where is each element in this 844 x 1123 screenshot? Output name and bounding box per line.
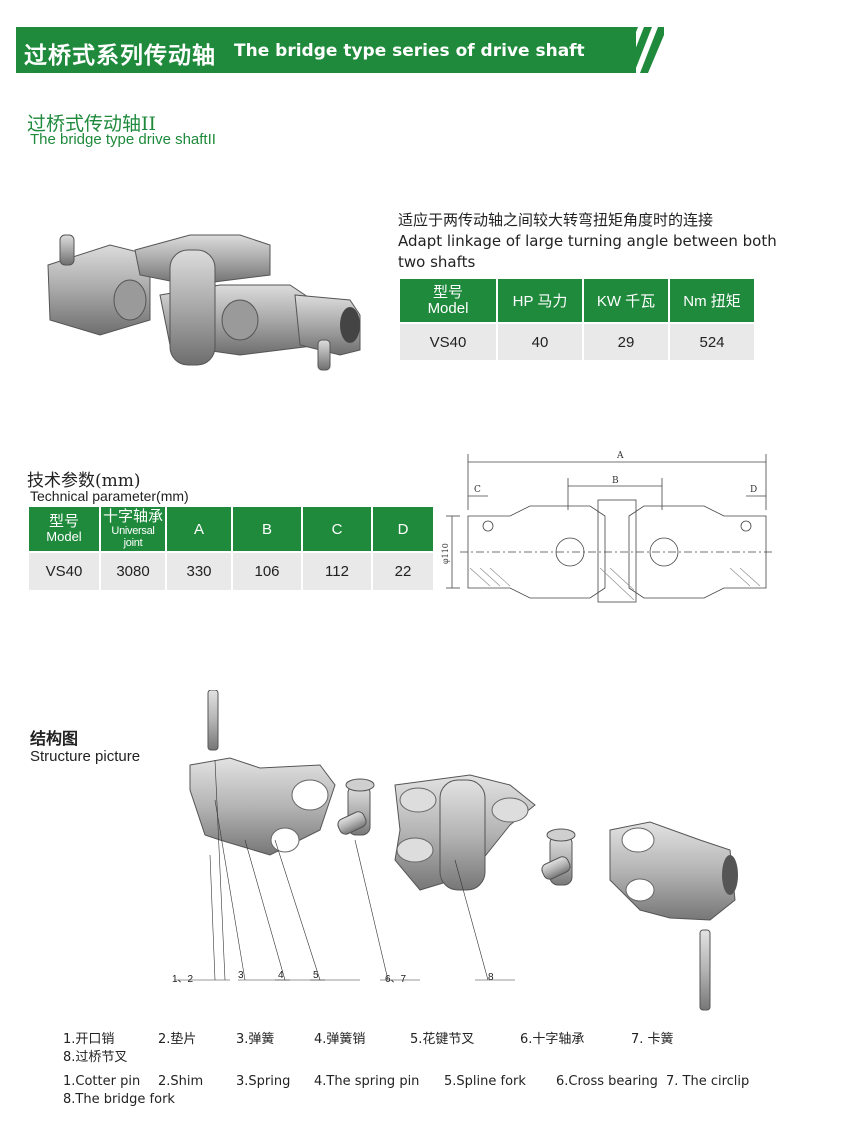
table-header-row: 型号 Model 十字轴承 Universal joint A B C D — [29, 507, 433, 551]
header-model: 型号 Model — [29, 507, 99, 551]
cell-c: 112 — [303, 553, 371, 590]
header-title-cn: 过桥式系列传动轴 — [24, 43, 216, 69]
product-spec-table: 型号 Model HP 马力 KW 千瓦 Nm 扭矩 VS40 40 29 52… — [398, 277, 756, 362]
cell-hp: 40 — [498, 324, 582, 360]
header-d: D — [373, 507, 433, 551]
structure-title-en: Structure picture — [30, 748, 141, 765]
cell-a: 330 — [167, 553, 231, 590]
dim-label-a: A — [616, 451, 624, 461]
structure-title-cn: 结构图 — [30, 729, 79, 748]
legend-cn-1: 1.开口销 — [63, 1032, 115, 1047]
technical-drawing: A B C D φ110 — [441, 451, 774, 603]
legend-en-5: 5.Spline fork — [444, 1074, 526, 1089]
legend-en-2: 2.Shim — [158, 1074, 204, 1089]
callout-6-7: 6、7 — [385, 974, 407, 985]
technical-table: 型号 Model 十字轴承 Universal joint A B C D VS… — [27, 505, 435, 592]
legend-cn-3: 3.弹簧 — [236, 1032, 275, 1047]
technical-title-en: Technical parameter(mm) — [30, 488, 189, 504]
legend-cn-7: 7. 卡簧 — [631, 1032, 674, 1047]
callout-8: 8 — [488, 972, 494, 983]
table-row: VS40 40 29 524 — [400, 324, 754, 360]
dim-label-diameter: φ110 — [441, 543, 450, 564]
description-cn: 适应于两传动轴之间较大转弯扭矩角度时的连接 — [398, 211, 714, 229]
header-title-en: The bridge type series of drive shaft — [234, 41, 585, 61]
callout-5: 5 — [313, 970, 319, 981]
header-banner: 过桥式系列传动轴 The bridge type series of drive… — [16, 27, 636, 73]
legend-cn-5: 5.花键节叉 — [410, 1032, 475, 1047]
table-header-row: 型号 Model HP 马力 KW 千瓦 Nm 扭矩 — [400, 279, 754, 322]
technical-title-cn: 技术参数(mm) — [27, 471, 141, 491]
legend-en-6: 6.Cross bearing — [556, 1074, 658, 1089]
header-universal-joint: 十字轴承 Universal joint — [101, 507, 165, 551]
callout-4: 4 — [278, 970, 284, 981]
cell-b: 106 — [233, 553, 301, 590]
legend-cn-2: 2.垫片 — [158, 1032, 197, 1047]
cell-nm: 524 — [670, 324, 754, 360]
legend-en-7: 7. The circlip — [666, 1074, 750, 1089]
legend-en-3: 3.Spring — [236, 1074, 291, 1089]
cell-model: VS40 — [400, 324, 496, 360]
legend-cn-6: 6.十字轴承 — [520, 1032, 585, 1047]
header-a: A — [167, 507, 231, 551]
callout-3: 3 — [238, 970, 244, 981]
legend-cn-8: 8.过桥节叉 — [63, 1050, 128, 1065]
header-hp: HP 马力 — [498, 279, 582, 322]
header-nm: Nm 扭矩 — [670, 279, 754, 322]
product-description: 适应于两传动轴之间较大转弯扭矩角度时的连接 Adapt linkage of l… — [398, 210, 778, 273]
cell-model: VS40 — [29, 553, 99, 590]
legend-cn-4: 4.弹簧销 — [314, 1032, 366, 1047]
cell-d: 22 — [373, 553, 433, 590]
legend-en-4: 4.The spring pin — [314, 1074, 420, 1089]
cell-universal-joint: 3080 — [101, 553, 165, 590]
callout-1-2: 1、2 — [172, 974, 194, 985]
description-en: Adapt linkage of large turning angle bet… — [398, 232, 777, 271]
dim-label-c: C — [474, 485, 481, 495]
product-title-cn: 过桥式传动轴II — [27, 113, 157, 135]
legend-en-8: 8.The bridge fork — [63, 1092, 175, 1107]
dim-label-b: B — [612, 476, 619, 486]
cell-kw: 29 — [584, 324, 668, 360]
table-row: VS40 3080 330 106 112 22 — [29, 553, 433, 590]
header-c: C — [303, 507, 371, 551]
product-shaft-image — [47, 234, 361, 371]
dim-label-d: D — [750, 485, 757, 495]
legend-en-1: 1.Cotter pin — [63, 1074, 141, 1089]
header-stripes — [584, 27, 664, 73]
product-title-en: The bridge type drive shaftII — [30, 131, 216, 148]
header-kw: KW 千瓦 — [584, 279, 668, 322]
header-model: 型号 Model — [400, 279, 496, 322]
structure-exploded-image — [175, 690, 738, 1011]
header-b: B — [233, 507, 301, 551]
